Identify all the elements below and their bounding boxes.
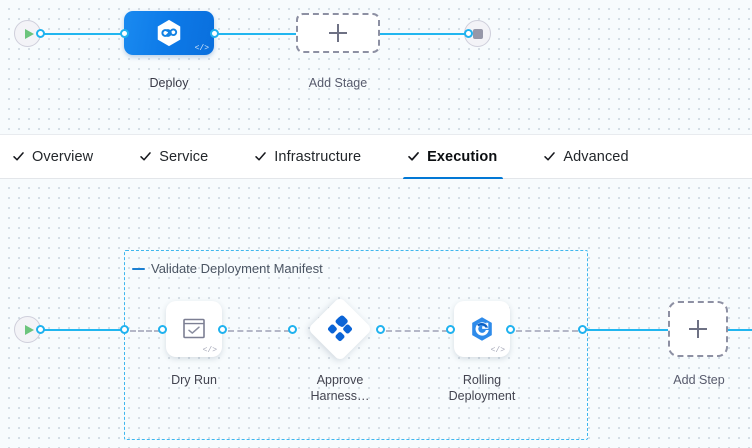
stage-canvas[interactable]: </> Deploy Add Stage: [0, 0, 752, 134]
tab-label-service: Service: [159, 148, 209, 165]
tab-label-advanced: Advanced: [563, 148, 629, 165]
tab-label-execution: Execution: [427, 148, 498, 165]
port-group-out[interactable]: [578, 325, 587, 334]
check-icon: [544, 152, 556, 161]
link-dryrun-approval: [228, 329, 290, 332]
harness-deploy-icon: [157, 19, 181, 47]
link-approval-rolling: [386, 329, 448, 332]
check-icon: [140, 152, 152, 161]
port-dryrun-out[interactable]: [218, 325, 227, 334]
port-start-out[interactable]: [36, 29, 45, 38]
add-stage-label: Add Stage: [308, 76, 368, 90]
step-node-rolling-deployment[interactable]: </>: [454, 301, 510, 357]
harness-approval-icon: [327, 315, 353, 342]
check-icon: [255, 152, 267, 161]
tab-overview[interactable]: Overview: [12, 135, 109, 179]
port-rolling-out[interactable]: [506, 325, 515, 334]
link-group-addstep: [584, 328, 668, 331]
plus-icon: [689, 320, 707, 338]
dry-run-code-badge[interactable]: </>: [202, 346, 217, 355]
port-group-in[interactable]: [120, 325, 129, 334]
tab-label-overview: Overview: [32, 148, 94, 165]
port-approval-in[interactable]: [288, 325, 297, 334]
step-label-rolling-deployment: Rolling Deployment: [448, 373, 516, 403]
plus-icon: [329, 24, 347, 42]
tab-service[interactable]: Service: [139, 135, 224, 179]
step-group-title: Validate Deployment Manifest: [151, 261, 323, 276]
tab-infrastructure[interactable]: Infrastructure: [254, 135, 377, 179]
link-addstage-end: [380, 32, 468, 35]
link-addstep-right: [728, 328, 752, 331]
deploy-code-badge[interactable]: </>: [194, 44, 209, 53]
link-groupin-dryrun: [130, 329, 160, 332]
add-stage-button[interactable]: [296, 13, 380, 53]
check-icon: [408, 152, 420, 161]
tab-execution[interactable]: Execution: [403, 135, 513, 180]
port-deploy-out[interactable]: [210, 29, 219, 38]
link-start-deploy: [40, 32, 126, 35]
link-start-group: [40, 328, 124, 331]
port-dryrun-in[interactable]: [158, 325, 167, 334]
step-group-header[interactable]: Validate Deployment Manifest: [132, 261, 323, 276]
tab-label-infrastructure: Infrastructure: [274, 148, 362, 165]
port-approval-out[interactable]: [376, 325, 385, 334]
add-step-label: Add Step: [673, 373, 725, 387]
stage-config-tabs: Overview Service Infrastructure Executio…: [0, 134, 752, 180]
stage-node-deploy[interactable]: </>: [124, 11, 214, 55]
play-icon: [24, 28, 34, 39]
port-rolling-in[interactable]: [446, 325, 455, 334]
check-icon: [13, 152, 24, 161]
play-icon: [24, 324, 34, 335]
port-deploy-in[interactable]: [120, 29, 129, 38]
step-label-approve-harness: Approve Harness…: [310, 373, 370, 403]
add-step-button[interactable]: [668, 301, 728, 357]
link-rolling-groupout: [516, 329, 578, 332]
step-node-dry-run[interactable]: </>: [166, 301, 222, 357]
dry-run-check-icon: [183, 318, 205, 339]
link-deploy-addstage: [214, 32, 300, 35]
stop-icon: [472, 28, 483, 39]
rolling-deployment-code-badge[interactable]: </>: [490, 346, 505, 355]
minus-icon[interactable]: [132, 267, 145, 270]
execution-canvas[interactable]: Validate Deployment Manifest </> Dry Run: [0, 179, 752, 448]
step-node-approve-harness[interactable]: [307, 296, 373, 362]
rolling-deployment-icon: [472, 317, 492, 341]
stage-label-deploy: Deploy: [149, 76, 189, 90]
step-label-dry-run: Dry Run: [171, 373, 217, 387]
port-exec-start-out[interactable]: [36, 325, 45, 334]
port-end-in[interactable]: [464, 29, 473, 38]
tab-advanced[interactable]: Advanced: [543, 135, 644, 179]
